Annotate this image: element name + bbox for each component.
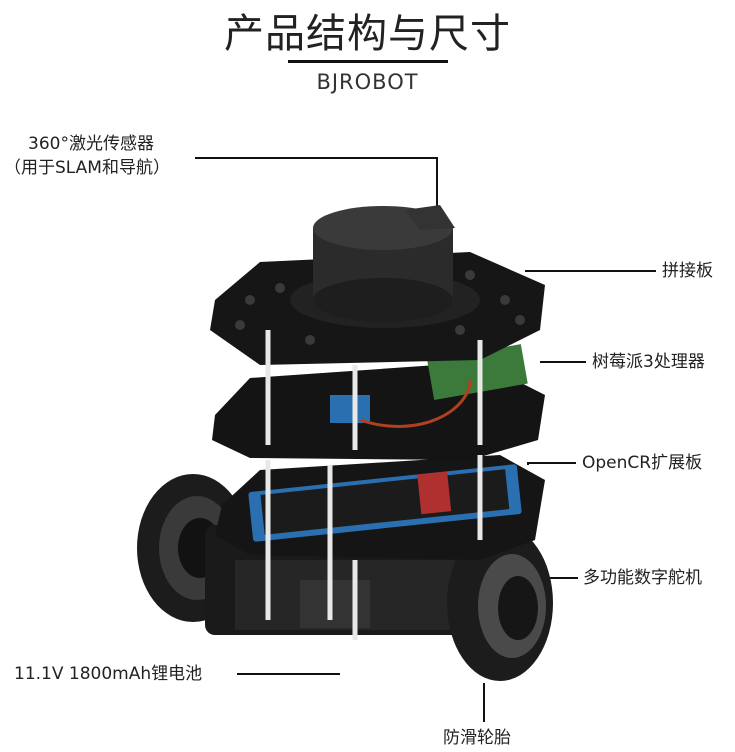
right-wheel xyxy=(447,525,553,681)
leader-lines xyxy=(195,157,656,722)
leader-lidar xyxy=(195,157,438,212)
support-posts xyxy=(265,330,483,640)
label-lidar-line2: （用于SLAM和导航） xyxy=(4,158,170,178)
brand-name: BJROBOT xyxy=(316,70,419,94)
label-battery: 11.1V 1800mAh锂电池 xyxy=(14,664,203,684)
label-opencr: OpenCR扩展板 xyxy=(582,453,703,473)
label-plate: 拼接板 xyxy=(662,261,713,281)
title-underline xyxy=(288,60,448,63)
page-title: 产品结构与尺寸 xyxy=(224,11,511,57)
opencr-deck xyxy=(215,455,545,560)
leader-opencr xyxy=(527,462,576,465)
label-servo: 多功能数字舵机 xyxy=(583,568,702,588)
label-tire: 防滑轮胎 xyxy=(443,728,511,748)
label-lidar-line1: 360°激光传感器 xyxy=(28,134,154,154)
lidar-sensor xyxy=(290,205,480,328)
label-raspberry: 树莓派3处理器 xyxy=(592,352,705,372)
